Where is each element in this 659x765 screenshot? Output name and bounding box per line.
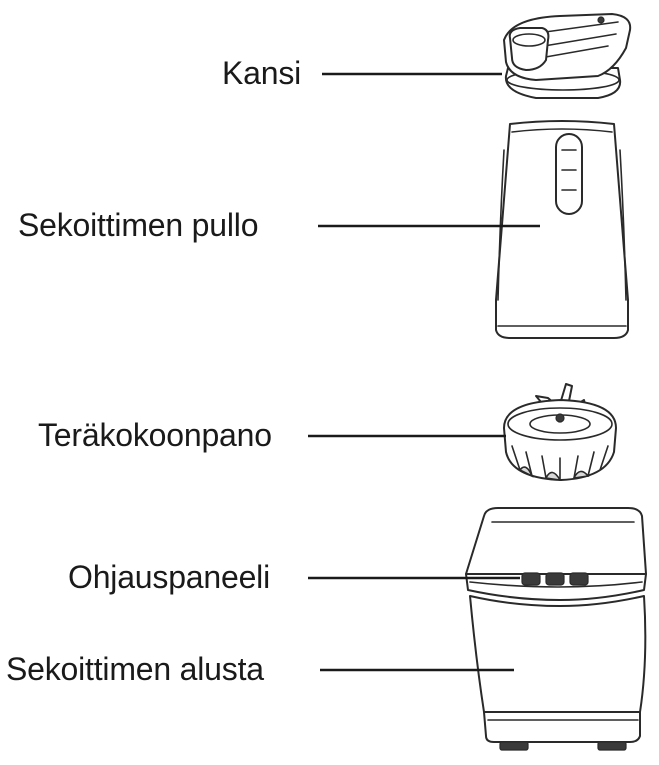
label-terakokoonpano: Teräkokoonpano bbox=[38, 417, 272, 453]
label-ohjauspaneeli: Ohjauspaneeli bbox=[68, 559, 270, 595]
label-panel-group: Ohjauspaneeli bbox=[68, 559, 520, 595]
label-blade-group: Teräkokoonpano bbox=[38, 417, 506, 453]
label-base-group: Sekoittimen alusta bbox=[6, 651, 514, 687]
label-kansi-group: Kansi bbox=[222, 55, 502, 91]
label-kansi: Kansi bbox=[222, 55, 301, 91]
label-sekoittimen-pullo: Sekoittimen pullo bbox=[18, 207, 258, 243]
label-sekoittimen-alusta: Sekoittimen alusta bbox=[6, 651, 264, 687]
lid-illustration bbox=[503, 13, 632, 99]
label-bottle-group: Sekoittimen pullo bbox=[18, 207, 540, 243]
control-panel-buttons bbox=[521, 572, 589, 586]
bottle-illustration bbox=[495, 120, 629, 339]
base-illustration bbox=[465, 507, 647, 751]
blade-assembly-illustration bbox=[503, 383, 617, 482]
